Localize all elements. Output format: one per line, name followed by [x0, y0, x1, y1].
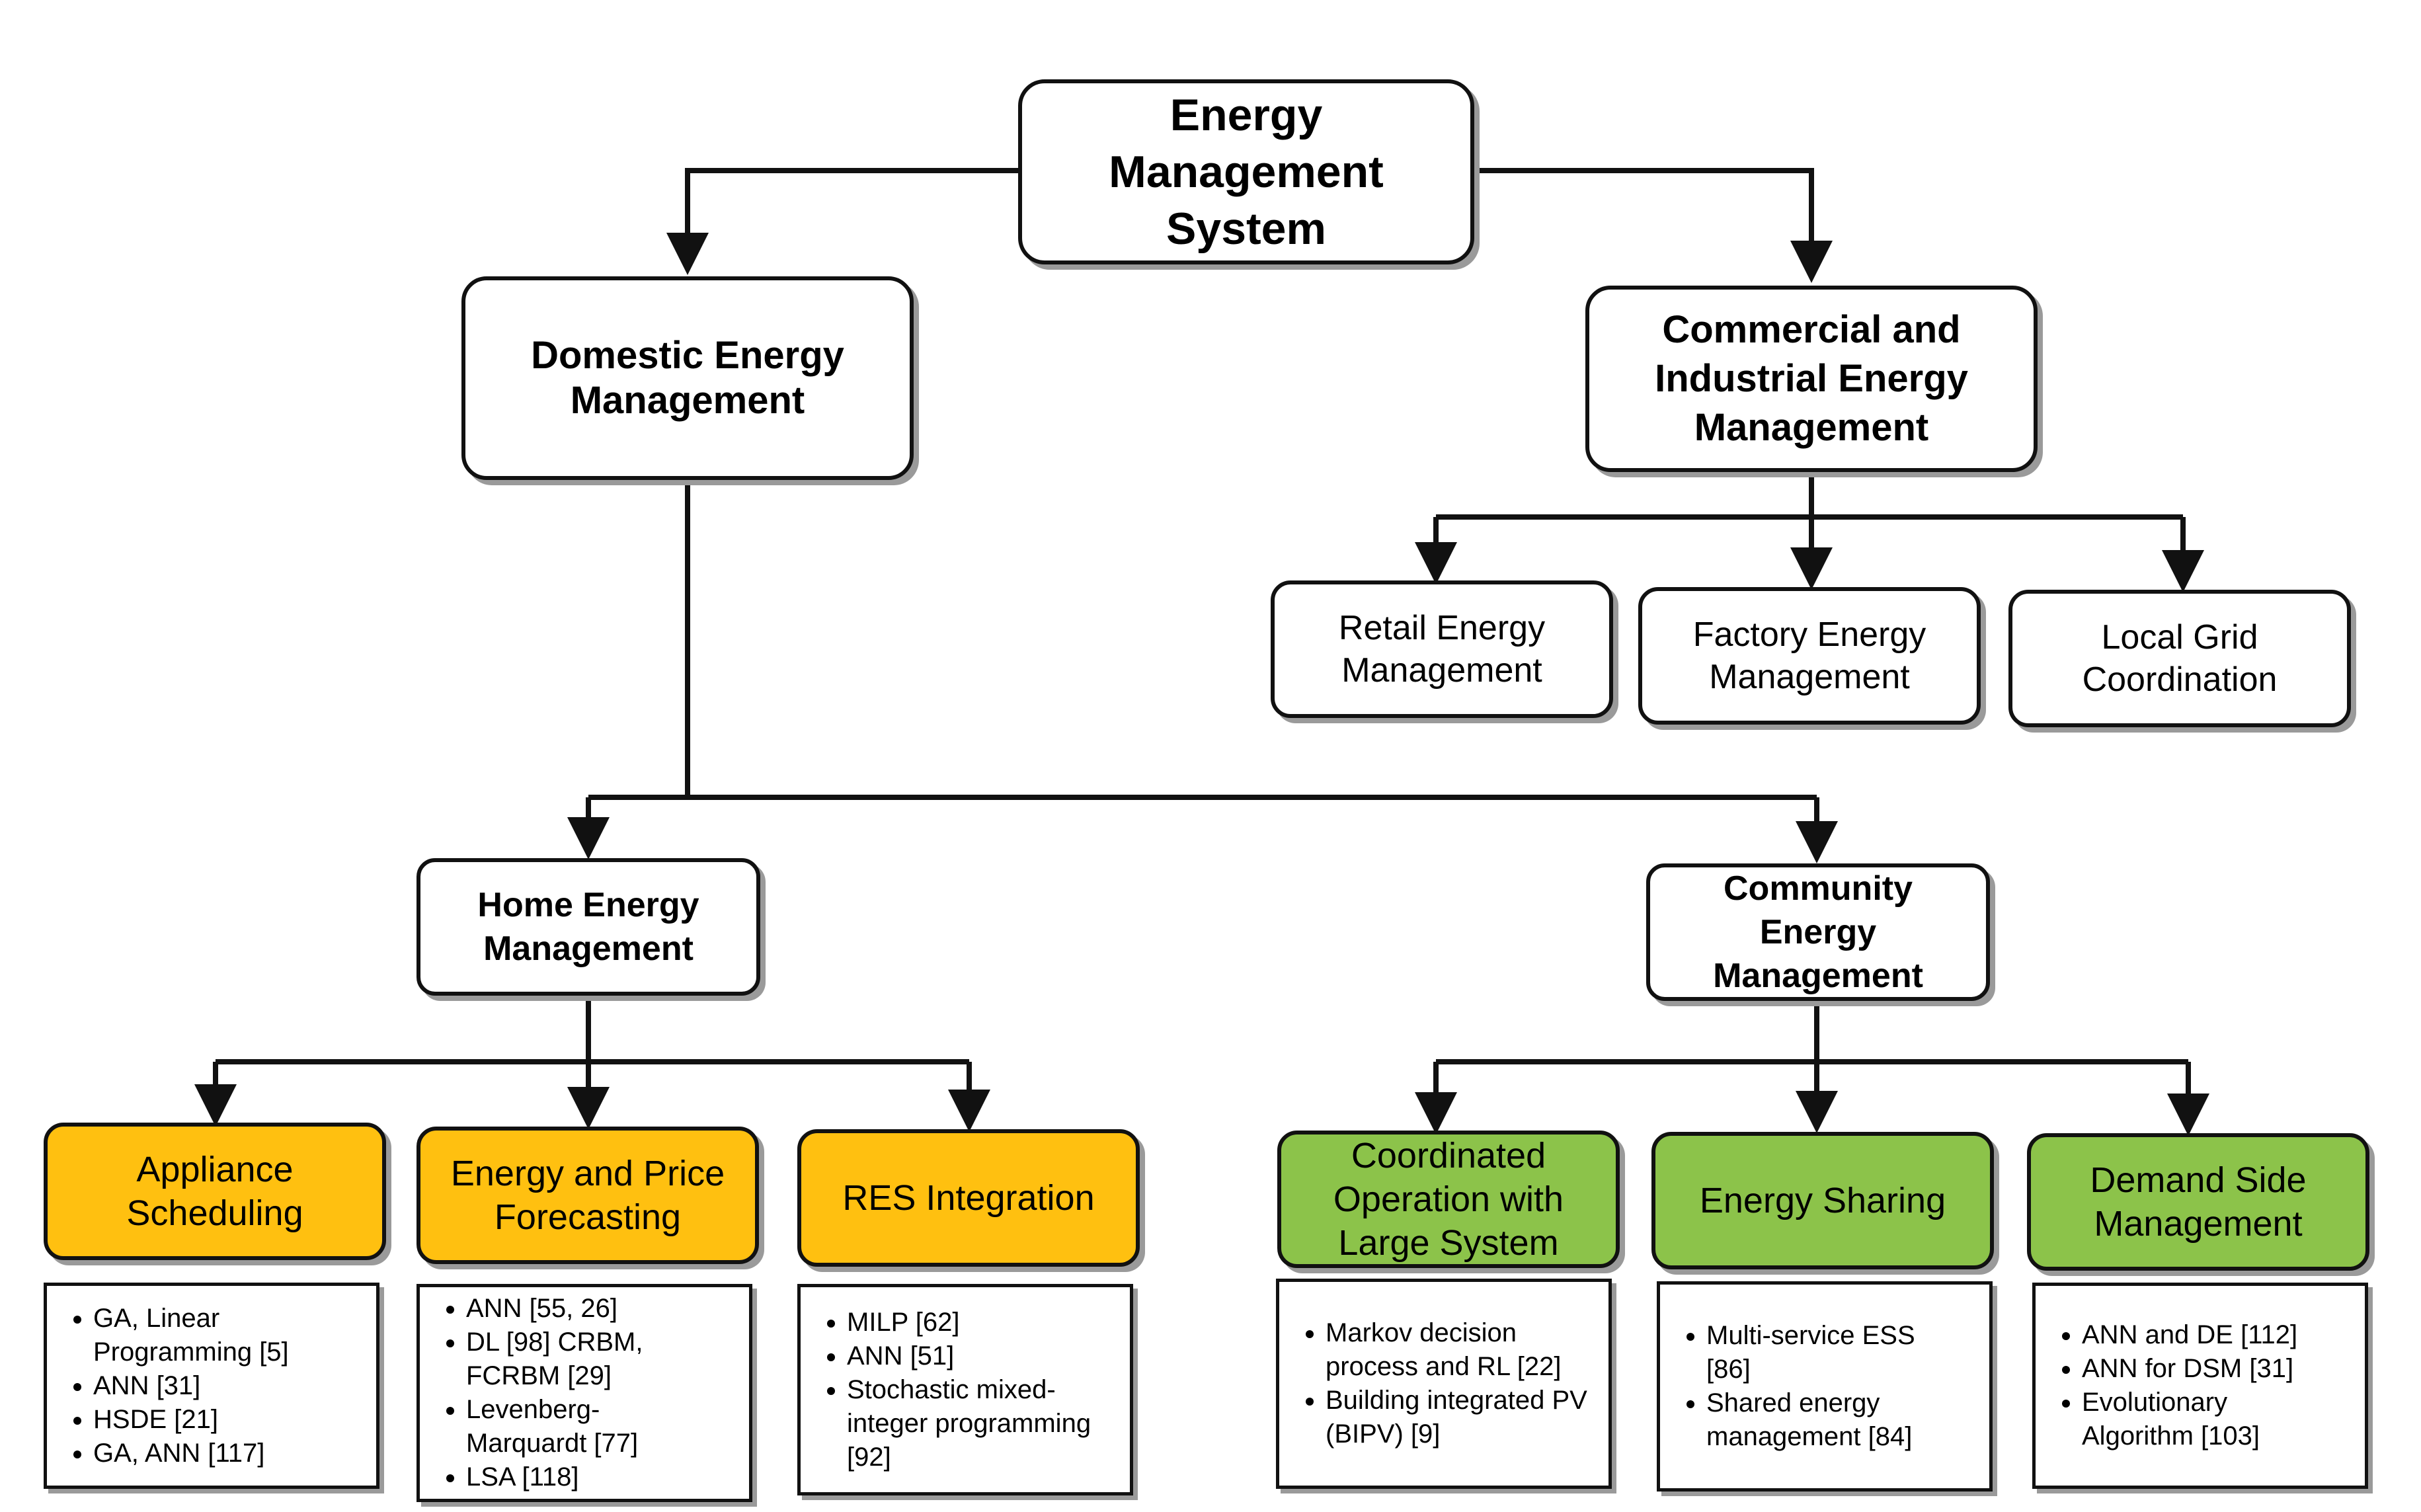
demand-side-management-methods-list: ANN and DE [112] ANN for DSM [31] Evolut… [2032, 1283, 2368, 1489]
commercial-industrial-energy-management-node: Commercial and Industrial Energy Managem… [1585, 286, 2038, 472]
domestic-energy-management-node: Domestic Energy Management [461, 276, 914, 480]
appliance-scheduling-label: Appliance Scheduling [126, 1150, 303, 1233]
method-item: DL [98] CRBM, FCRBM [29] [466, 1326, 731, 1393]
method-item: GA, Linear Programming [5] [93, 1302, 318, 1369]
method-item: LSA [118] [466, 1460, 731, 1494]
method-item: Building integrated PV (BIPV) [9] [1326, 1384, 1590, 1451]
method-item: GA, ANN [117] [93, 1437, 318, 1470]
retail-energy-management-label: Retail Energy Management [1338, 609, 1546, 690]
forecasting-methods-list: ANN [55, 26] DL [98] CRBM, FCRBM [29] Le… [417, 1284, 752, 1502]
factory-energy-management-label: Factory Energy Management [1692, 616, 1926, 696]
method-item: Evolutionary Algorithm [103] [2082, 1386, 2293, 1453]
method-item: Markov decision process and RL [22] [1326, 1316, 1597, 1384]
demand-side-management-node: Demand Side Management [2027, 1133, 2369, 1271]
method-item: ANN [51] [847, 1339, 1111, 1373]
community-energy-management-label: Community Energy Management [1713, 869, 1923, 995]
connector-root-commercial [1476, 168, 1833, 283]
appliance-scheduling-methods-list: GA, Linear Programming [5] ANN [31] HSDE… [44, 1283, 379, 1489]
res-integration-label: RES Integration [842, 1178, 1095, 1218]
method-item: Multi-service ESS [86] [1706, 1319, 1958, 1386]
factory-energy-management-node: Factory Energy Management [1638, 587, 1981, 725]
connector-root-domestic [666, 168, 1018, 275]
method-item: MILP [62] [847, 1306, 1111, 1339]
domestic-energy-management-label: Domestic Energy Management [531, 334, 844, 422]
local-grid-coordination-label: Local Grid Coordination [2082, 618, 2278, 699]
home-energy-management-label: Home Energy Management [477, 886, 699, 968]
home-energy-management-node: Home Energy Management [417, 858, 760, 996]
coordinated-operation-methods-list: Markov decision process and RL [22] Buil… [1276, 1279, 1612, 1489]
method-item: ANN for DSM [31] [2082, 1352, 2297, 1386]
energy-sharing-methods-list: Multi-service ESS [86] Shared energy man… [1657, 1281, 1993, 1492]
method-item: Levenberg-Marquardt [77] [466, 1393, 684, 1460]
coordinated-operation-node: Coordinated Operation with Large System [1277, 1131, 1620, 1268]
res-integration-methods-list: MILP [62] ANN [51] Stochastic mixed-inte… [797, 1284, 1133, 1495]
energy-sharing-node: Energy Sharing [1651, 1132, 1994, 1269]
method-item: Stochastic mixed-integer programming [92… [847, 1373, 1111, 1474]
method-item: ANN [31] [93, 1369, 318, 1403]
method-item: ANN [55, 26] [466, 1292, 731, 1326]
retail-energy-management-node: Retail Energy Management [1271, 580, 1613, 718]
local-grid-coordination-node: Local Grid Coordination [2008, 590, 2351, 727]
res-integration-node: RES Integration [797, 1129, 1140, 1267]
energy-and-price-forecasting-label: Energy and Price Forecasting [450, 1154, 725, 1237]
energy-management-system-node: Energy Management System [1018, 79, 1474, 264]
energy-management-system-label: Energy Management System [1109, 90, 1384, 254]
method-item: Shared energy management [84] [1706, 1386, 1958, 1454]
coordinated-operation-label: Coordinated Operation with Large System [1333, 1136, 1564, 1263]
demand-side-management-label: Demand Side Management [2090, 1160, 2307, 1244]
method-item: ANN and DE [112] [2082, 1318, 2297, 1352]
method-item: HSDE [21] [93, 1403, 318, 1437]
energy-sharing-label: Energy Sharing [1699, 1181, 1946, 1220]
appliance-scheduling-node: Appliance Scheduling [44, 1123, 386, 1260]
energy-and-price-forecasting-node: Energy and Price Forecasting [417, 1127, 759, 1264]
commercial-industrial-energy-management-label: Commercial and Industrial Energy Managem… [1655, 308, 1968, 449]
community-energy-management-node: Community Energy Management [1646, 863, 1990, 1001]
